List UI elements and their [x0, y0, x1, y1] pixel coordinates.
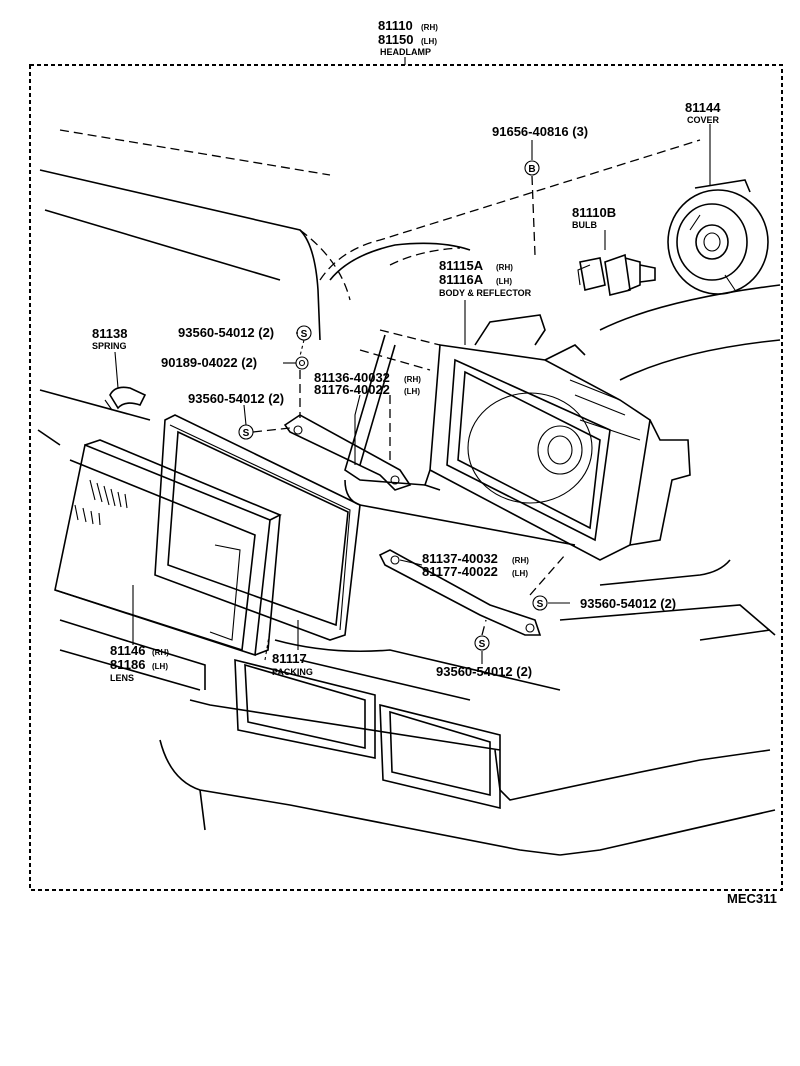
label-body-reflector: 81115A (RH) 81116A (LH) BODY & REFLECTOR — [439, 258, 532, 298]
svg-text:(LH): (LH) — [512, 569, 528, 578]
screw-mark-top: B — [524, 160, 540, 176]
svg-text:S: S — [301, 329, 308, 340]
label-spring: 81138 SPRING — [92, 326, 127, 351]
svg-text:81116A: 81116A — [439, 272, 484, 287]
nut-mark — [295, 356, 309, 370]
svg-text:81110B: 81110B — [572, 205, 616, 220]
svg-text:81138: 81138 — [92, 326, 127, 341]
svg-text:(LH): (LH) — [404, 387, 420, 396]
svg-text:81146: 81146 — [110, 643, 145, 658]
label-screw-c: 93560-54012 (2) — [580, 596, 676, 611]
label-screw-b: 93560-54012 (2) — [188, 391, 284, 406]
svg-text:93560-54012 (2): 93560-54012 (2) — [178, 325, 274, 340]
svg-text:81177-40022: 81177-40022 — [422, 564, 498, 579]
label-packing: 81117 PACKING — [272, 651, 313, 677]
svg-text:93560-54012 (2): 93560-54012 (2) — [188, 391, 284, 406]
svg-text:81110: 81110 — [378, 18, 413, 33]
svg-text:81117: 81117 — [272, 651, 307, 666]
svg-text:93560-54012 (2): 93560-54012 (2) — [580, 596, 676, 611]
label-bracket-upper: 81136-40032 (RH) 81176-40022 (LH) — [314, 370, 421, 397]
spring-drawing — [104, 386, 147, 411]
svg-text:S: S — [479, 639, 486, 650]
svg-text:BODY & REFLECTOR: BODY & REFLECTOR — [439, 288, 532, 298]
label-bulb: 81110B BULB — [572, 205, 616, 230]
svg-text:93560-54012 (2): 93560-54012 (2) — [436, 664, 532, 679]
svg-text:B: B — [528, 164, 535, 175]
svg-text:S: S — [537, 599, 544, 610]
drawing-code: MEC311 — [727, 891, 777, 906]
svg-text:LENS: LENS — [110, 673, 134, 683]
diagram-border — [29, 64, 783, 891]
svg-text:(RH): (RH) — [404, 375, 421, 384]
lens-drawing — [54, 439, 282, 657]
svg-text:(RH): (RH) — [152, 648, 169, 657]
svg-text:81137-40032: 81137-40032 — [422, 551, 498, 566]
label-headlamp: 81110 (RH) 81150 (LH) HEADLAMP — [378, 18, 438, 57]
svg-text:81150: 81150 — [378, 32, 413, 47]
svg-text:BULB: BULB — [572, 220, 597, 230]
body-reflector-drawing — [344, 314, 691, 561]
svg-text:S: S — [243, 428, 250, 439]
svg-text:81144: 81144 — [685, 100, 721, 115]
label-cover: 81144 COVER — [685, 100, 721, 125]
screw-mark-d: S — [474, 635, 490, 651]
svg-text:(LH): (LH) — [421, 37, 437, 46]
svg-text:(RH): (RH) — [512, 556, 529, 565]
svg-text:(LH): (LH) — [152, 662, 168, 671]
screw-mark-a: S — [296, 325, 312, 341]
label-bracket-lower: 81137-40032 (RH) 81177-40022 (LH) — [422, 551, 529, 579]
svg-text:COVER: COVER — [687, 115, 720, 125]
svg-text:81176-40022: 81176-40022 — [314, 382, 390, 397]
svg-text:PACKING: PACKING — [272, 667, 313, 677]
svg-text:90189-04022 (2): 90189-04022 (2) — [161, 355, 257, 370]
label-screw-a: 93560-54012 (2) — [178, 325, 274, 340]
svg-text:(RH): (RH) — [496, 263, 513, 272]
label-lens: 81146 (RH) 81186 (LH) LENS — [110, 643, 169, 683]
svg-text:(RH): (RH) — [421, 23, 438, 32]
svg-text:81136-40032: 81136-40032 — [314, 370, 390, 385]
packing-drawing — [154, 414, 361, 641]
svg-text:SPRING: SPRING — [92, 341, 127, 351]
car-body-outline — [37, 129, 781, 856]
label-screw-top: 91656-40816 (3) — [492, 124, 588, 139]
cover-drawing — [667, 179, 769, 295]
bracket-upper-drawing — [283, 414, 412, 491]
svg-text:HEADLAMP: HEADLAMP — [380, 47, 431, 57]
label-screw-d: 93560-54012 (2) — [436, 664, 532, 679]
svg-text:81186: 81186 — [110, 657, 145, 672]
svg-text:81115A: 81115A — [439, 258, 484, 273]
bulb-drawing — [577, 253, 656, 296]
screw-mark-b: S — [238, 424, 254, 440]
svg-text:91656-40816 (3): 91656-40816 (3) — [492, 124, 588, 139]
screw-mark-c: S — [532, 595, 548, 611]
leader-lines — [114, 57, 711, 664]
label-nut: 90189-04022 (2) — [161, 355, 257, 370]
bracket-lower-drawing — [378, 549, 542, 636]
svg-text:(LH): (LH) — [496, 277, 512, 286]
